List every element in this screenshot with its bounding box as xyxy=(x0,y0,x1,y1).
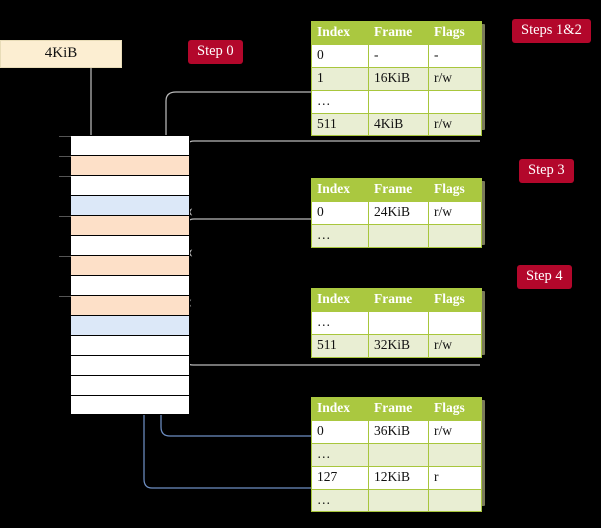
badge-steps-1-2: Steps 1&2 xyxy=(512,19,591,43)
memory-row-tick-8 xyxy=(59,296,71,297)
column-header-frame: Frame xyxy=(368,288,429,312)
memory-row-8 xyxy=(59,295,190,315)
memory-row-4 xyxy=(59,215,190,235)
cell-flags: r/w xyxy=(428,333,482,358)
cell-flags xyxy=(428,223,482,248)
memory-row-11 xyxy=(70,355,190,375)
memory-row-5 xyxy=(70,235,190,255)
memory-row-2 xyxy=(59,175,190,195)
cell-frame: 12KiB xyxy=(368,465,429,490)
cell-frame xyxy=(368,488,429,513)
cell-frame: 32KiB xyxy=(368,333,429,358)
cell-frame: - xyxy=(368,43,429,68)
memory-row-0 xyxy=(59,135,190,155)
memory-row-1 xyxy=(59,155,190,175)
cell-index: … xyxy=(311,223,369,248)
table-row: … xyxy=(311,488,482,513)
cell-index: … xyxy=(311,310,369,335)
memory-row-tick-0 xyxy=(59,136,71,137)
cell-frame xyxy=(368,223,429,248)
column-header-frame: Frame xyxy=(368,178,429,202)
memory-row-7 xyxy=(70,275,190,295)
column-header-index: Index xyxy=(311,178,369,202)
cell-index: 127 xyxy=(311,465,369,490)
cell-index: … xyxy=(311,488,369,513)
cell-frame: 4KiB xyxy=(368,112,429,137)
cell-flags: r/w xyxy=(428,419,482,444)
cell-frame xyxy=(368,89,429,114)
wire-result-a xyxy=(160,328,480,437)
cell-flags: r xyxy=(428,465,482,490)
cell-index: 511 xyxy=(311,112,369,137)
memory-row-tick-1 xyxy=(59,156,71,157)
table-row: … xyxy=(311,89,482,114)
memory-row-9 xyxy=(70,315,190,335)
column-header-flags: Flags xyxy=(428,178,482,202)
badge-step-3: Step 3 xyxy=(519,159,574,183)
source-frame-label: 4KiB xyxy=(44,45,78,61)
cell-index: 511 xyxy=(311,333,369,358)
memory-row-13 xyxy=(70,395,190,415)
table-row: … xyxy=(311,442,482,467)
cell-index: 0 xyxy=(311,43,369,68)
cell-index: … xyxy=(311,89,369,114)
cell-flags: r/w xyxy=(428,200,482,225)
memory-row-12 xyxy=(70,375,190,395)
cell-frame xyxy=(368,310,429,335)
column-header-index: Index xyxy=(311,288,369,312)
memory-row-tick-2 xyxy=(59,176,71,177)
physical-memory-column xyxy=(59,135,190,415)
cell-frame xyxy=(368,442,429,467)
cell-flags: - xyxy=(428,43,482,68)
table-row: 0-- xyxy=(311,43,482,68)
memory-row-tick-6 xyxy=(59,256,71,257)
column-header-flags: Flags xyxy=(428,21,482,45)
memory-row-10 xyxy=(70,335,190,355)
badge-step-4: Step 4 xyxy=(517,265,572,289)
cell-flags xyxy=(428,488,482,513)
column-header-index: Index xyxy=(311,397,369,421)
wire-steps12-a xyxy=(165,91,480,155)
cell-frame: 24KiB xyxy=(368,200,429,225)
cell-frame: 36KiB xyxy=(368,419,429,444)
column-header-flags: Flags xyxy=(428,288,482,312)
cell-index: … xyxy=(311,442,369,467)
cell-index: 1 xyxy=(311,66,369,91)
cell-index: 0 xyxy=(311,200,369,225)
memory-row-tick-4 xyxy=(59,216,71,217)
cell-flags: r/w xyxy=(428,112,482,137)
badge-step-0: Step 0 xyxy=(188,40,243,64)
table-row: … xyxy=(311,223,482,248)
table-row: … xyxy=(311,310,482,335)
column-header-index: Index xyxy=(311,21,369,45)
column-header-flags: Flags xyxy=(428,397,482,421)
source-frame-box: 4KiB xyxy=(0,40,122,68)
cell-frame: 16KiB xyxy=(368,66,429,91)
column-header-frame: Frame xyxy=(368,397,429,421)
wire-result-b xyxy=(143,211,480,489)
memory-row-6 xyxy=(59,255,190,275)
cell-flags xyxy=(428,442,482,467)
column-header-frame: Frame xyxy=(368,21,429,45)
cell-flags: r/w xyxy=(428,66,482,91)
cell-flags xyxy=(428,310,482,335)
cell-flags xyxy=(428,89,482,114)
cell-index: 0 xyxy=(311,419,369,444)
memory-row-3 xyxy=(70,195,190,215)
